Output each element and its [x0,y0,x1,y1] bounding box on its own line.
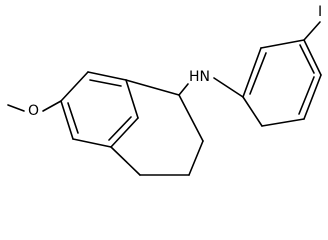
bond-ring-b-2 [178,94,204,142]
amine-label: HN [189,69,210,85]
saturated-ring [110,79,204,176]
bond-ring-a-2 [87,71,127,81]
bond-ring-a-6 [60,100,74,140]
double-bond-ring-a-2 [108,116,132,141]
bond-ring-a-3 [125,79,139,119]
bond-ring-a-1 [60,71,89,102]
bond-ring-b-1 [125,79,180,96]
chemical-structure-diagram: O HN I [7,4,322,176]
aromatic-ring-left [60,71,139,148]
methoxy-oxygen-label: O [28,103,39,119]
bond-ring-b-5 [110,146,141,176]
double-bond-ring-a-3 [67,102,79,134]
bond-aryl-iodine [303,21,321,41]
double-bond-ring-c-2 [298,76,315,115]
bond-ring-a-4 [110,117,139,148]
bond-ring-c-5 [261,118,305,127]
double-bond-ring-c-3 [299,44,315,74]
double-bond-ring-a-1 [89,79,122,87]
bond-ring-c-2 [260,39,305,49]
bond-c1-nitrogen [178,83,189,96]
bond-ring-c-3 [303,39,322,76]
amine-linkage [178,77,244,98]
iodine-label: I [318,4,322,20]
double-bond-ring-c-1 [249,52,267,95]
bond-ring-a-5 [72,138,112,148]
bond-oxygen-aryl [42,100,62,112]
aromatic-ring-right [242,39,322,127]
bond-ring-c-6 [242,96,263,127]
bond-methyl-oxygen [7,104,25,112]
methoxy-group [7,100,62,112]
bond-nitrogen-aryl [213,77,244,98]
bond-ring-c-1 [242,47,262,98]
bond-ring-b-3 [188,140,204,176]
bond-ring-c-4 [303,74,322,120]
